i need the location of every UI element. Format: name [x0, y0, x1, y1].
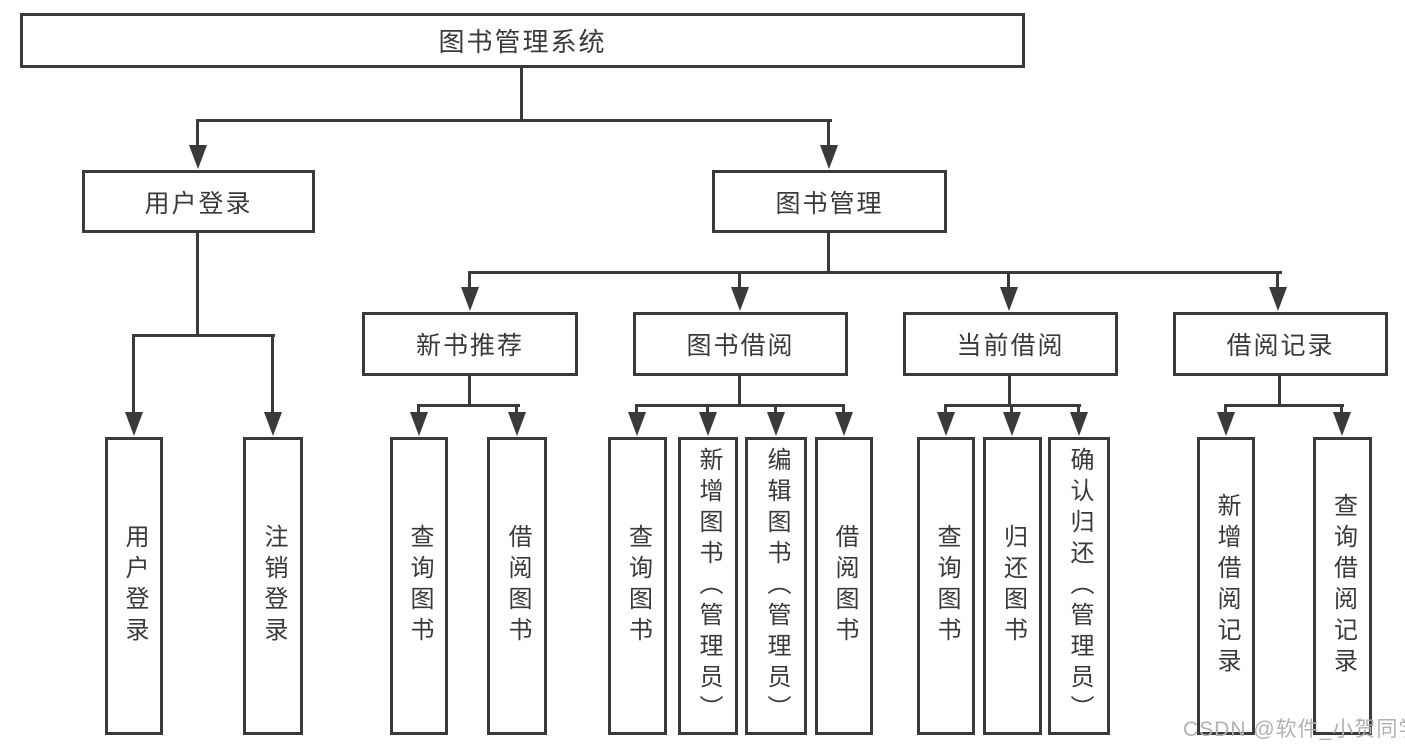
arrow-down-icon: [835, 412, 853, 436]
node-new-book-recommend: 新书推荐: [362, 312, 578, 376]
connector-line: [1007, 271, 1010, 290]
node-borrow-edit-admin-label: 编辑图书（管理员）: [763, 446, 790, 726]
arrow-down-icon: [508, 412, 526, 436]
node-borrow-borrow: 借阅图书: [815, 437, 873, 735]
node-borrow-add-admin: 新增图书（管理员）: [678, 437, 738, 735]
connector-line: [827, 119, 830, 149]
node-current-return: 归还图书: [983, 437, 1042, 735]
connector-line: [842, 404, 845, 416]
connector-line: [1224, 404, 1227, 416]
connector-line: [1077, 404, 1080, 416]
arrow-down-icon: [125, 412, 143, 436]
node-book-borrow: 图书借阅: [633, 312, 848, 376]
node-login-action-label: 用户登录: [121, 524, 148, 648]
connector-line: [197, 119, 832, 122]
node-current-confirm-admin: 确认归还（管理员）: [1048, 437, 1110, 735]
node-book-management-label: 图书管理: [775, 189, 884, 218]
connector-line: [738, 376, 741, 407]
connector-line: [635, 404, 638, 416]
arrow-down-icon: [767, 412, 785, 436]
arrow-down-icon: [1333, 412, 1351, 436]
connector-line: [520, 68, 523, 121]
node-new-book-recommend-label: 新书推荐: [415, 332, 524, 360]
node-borrow-query: 查询图书: [608, 437, 667, 735]
arrow-down-icon: [699, 412, 717, 436]
node-current-borrow-label: 当前借阅: [956, 332, 1065, 360]
arrow-down-icon: [628, 412, 646, 436]
node-logout-action: 注销登录: [243, 437, 303, 735]
node-newbook-borrow: 借阅图书: [487, 437, 547, 735]
node-login-action: 用户登录: [105, 437, 163, 735]
node-record-add: 新增借阅记录: [1197, 437, 1255, 735]
arrow-down-icon: [731, 287, 749, 311]
node-book-borrow-label: 图书借阅: [686, 332, 795, 360]
connector-line: [738, 271, 741, 290]
node-borrow-add-admin-label: 新增图书（管理员）: [695, 446, 722, 726]
arrow-down-icon: [461, 287, 479, 311]
node-borrow-query-label: 查询图书: [624, 524, 652, 648]
node-borrow-edit-admin: 编辑图书（管理员）: [745, 437, 807, 735]
arrow-down-icon: [410, 412, 428, 436]
connector-line: [468, 376, 471, 407]
connector-line: [706, 404, 709, 416]
node-current-confirm-admin-label: 确认归还（管理员）: [1066, 446, 1093, 726]
arrow-down-icon: [937, 412, 955, 436]
arrow-down-icon: [1217, 412, 1235, 436]
node-newbook-query: 查询图书: [390, 437, 448, 735]
connector-line: [271, 334, 274, 414]
connector-line: [1010, 404, 1013, 416]
connector-line: [1276, 271, 1279, 290]
connector-line: [132, 334, 135, 414]
connector-line: [515, 404, 518, 416]
connector-line: [196, 119, 199, 149]
watermark: CSDN @软件_小贺同学: [1183, 718, 1405, 741]
node-newbook-borrow-label: 借阅图书: [504, 524, 531, 648]
node-current-return-label: 归还图书: [999, 524, 1027, 648]
node-logout-action-label: 注销登录: [260, 524, 287, 648]
node-borrow-records: 借阅记录: [1173, 312, 1388, 376]
connector-line: [1224, 404, 1344, 407]
node-root-label: 图书管理系统: [438, 27, 607, 57]
connector-line: [1340, 404, 1343, 416]
connector-line: [468, 271, 471, 290]
arrow-down-icon: [820, 145, 838, 169]
arrow-down-icon: [1269, 287, 1287, 311]
connector-line: [944, 404, 947, 416]
arrow-down-icon: [1000, 287, 1018, 311]
connector-line: [417, 404, 420, 416]
connector-line: [469, 271, 1282, 274]
node-record-add-label: 新增借阅记录: [1213, 493, 1240, 679]
node-user-login-label: 用户登录: [144, 189, 253, 218]
arrow-down-icon: [1003, 412, 1021, 436]
node-root: 图书管理系统: [20, 13, 1025, 68]
node-current-borrow: 当前借阅: [903, 312, 1118, 376]
node-record-query: 查询借阅记录: [1313, 437, 1372, 735]
arrow-down-icon: [1070, 412, 1088, 436]
connector-line: [827, 233, 830, 274]
connector-line: [635, 404, 845, 407]
connector-line: [417, 404, 520, 407]
node-borrow-records-label: 借阅记录: [1226, 332, 1335, 360]
node-current-query: 查询图书: [917, 437, 975, 735]
connector-line: [1278, 376, 1281, 407]
node-borrow-borrow-label: 借阅图书: [831, 524, 858, 648]
connector-line: [1008, 376, 1011, 407]
node-record-query-label: 查询借阅记录: [1329, 493, 1357, 679]
connector-line: [774, 404, 777, 416]
arrow-down-icon: [264, 412, 282, 436]
connector-line: [133, 334, 275, 337]
arrow-down-icon: [189, 145, 207, 169]
node-user-login: 用户登录: [82, 170, 315, 233]
node-book-management: 图书管理: [712, 170, 947, 233]
node-current-query-label: 查询图书: [933, 524, 960, 648]
connector-line: [944, 404, 1081, 407]
connector-line: [196, 233, 199, 336]
node-newbook-query-label: 查询图书: [406, 524, 433, 648]
